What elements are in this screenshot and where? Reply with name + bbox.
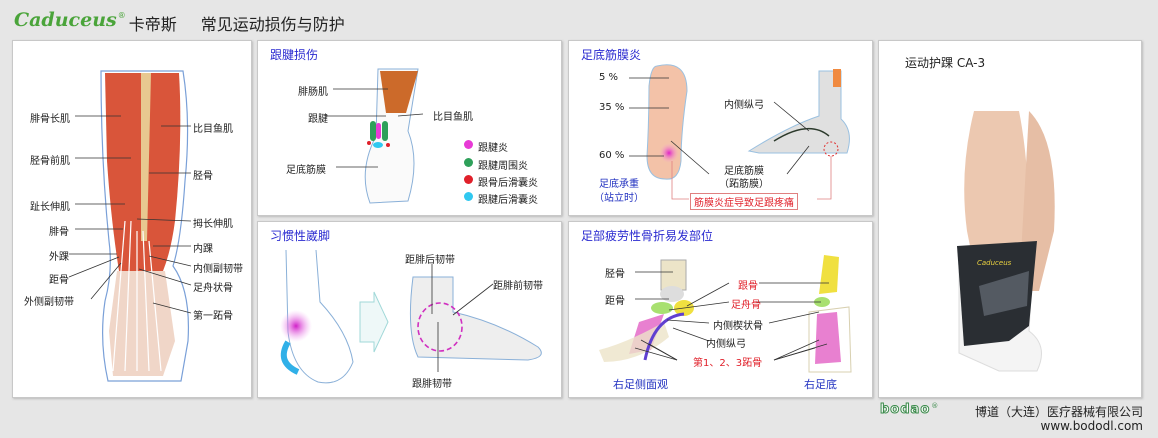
label-talus: 距骨 (605, 296, 625, 307)
panel-title: 习惯性崴脚 (270, 229, 331, 243)
label-medial-cuneiform: 内侧楔状骨 (713, 321, 763, 332)
legend-swatch-green (464, 158, 473, 167)
caption-right-foot-side: 右足侧面观 (613, 378, 668, 391)
label-medial-arch: 内侧纵弓 (706, 339, 746, 350)
plantar-illustration (629, 64, 850, 200)
footer-url[interactable]: www.bododl.com (1040, 419, 1143, 433)
label-tibia: 胫骨 (193, 171, 213, 182)
load-caption-sub: （站立时） (594, 193, 644, 204)
label-gastrocnemius: 腓肠肌 (298, 87, 328, 98)
legend-label: 跟腱后滑囊炎 (478, 195, 538, 206)
label-metatarsals-1-2-3: 第1、2、3跖骨 (693, 358, 763, 369)
label-tibialis-anterior: 胫骨前肌 (30, 156, 70, 167)
panel-product: 运动护踝 CA-3 Caduceus (878, 40, 1142, 398)
label-extensor-hallucis: 拇长伸肌 (193, 219, 233, 230)
label-peroneus-longus: 腓骨长肌 (30, 114, 70, 125)
panel-anatomy: 腓骨长肌 胫骨前肌 趾长伸肌 腓骨 外踝 距骨 外侧副韧带 比目鱼肌 胫骨 拇长… (12, 40, 252, 398)
achilles-illustration (326, 68, 424, 204)
page-title: 常见运动损伤与防护 (200, 15, 345, 34)
label-navicular: 足舟骨 (731, 300, 761, 311)
foot-bones-illustration (599, 255, 852, 373)
panel-plantar-fasciitis: 足底筋膜炎 5 % 35 % 60 % 足底承重 （站立时） 内侧纵弓 足底筋膜… (568, 40, 873, 216)
panel-title: 足底筋膜炎 (581, 48, 642, 62)
label-60-percent: 60 % (599, 150, 625, 161)
load-caption: 足底承重 (599, 179, 639, 190)
legend-label: 跟腱炎 (478, 143, 508, 154)
label-achilles-tendon: 跟腱 (308, 114, 328, 125)
label-fibula: 腓骨 (49, 227, 69, 238)
footer-registered-mark: ® (931, 402, 939, 410)
footer-company: 博道（大连）医疗器械有限公司 (974, 405, 1143, 419)
footer-brand: bodao ® (879, 402, 939, 418)
label-lateral-collateral-ligament: 外侧副韧带 (24, 297, 74, 308)
label-lateral-malleolus: 外踝 (49, 252, 69, 263)
label-first-metatarsal: 第一跖骨 (193, 311, 233, 322)
header: Caduceus ® 卡帝斯 常见运动损伤与防护 (14, 9, 345, 35)
label-soleus: 比目鱼肌 (193, 124, 233, 135)
sprain-illustration (280, 249, 542, 384)
ankle-brace-photo (957, 111, 1055, 372)
label-5-percent: 5 % (599, 72, 619, 83)
label-plantar-aponeurosis: （跖筋膜） (719, 179, 769, 190)
label-calcaneofibular-ligament: 跟腓韧带 (412, 379, 452, 390)
legend-swatch-cyan (464, 192, 473, 201)
brand-name: 卡帝斯 (128, 15, 177, 34)
label-talus: 距骨 (49, 275, 69, 286)
registered-mark: ® (117, 11, 126, 20)
legend-label: 跟骨后滑囊炎 (478, 178, 538, 189)
legend-label: 跟腱周围炎 (478, 161, 528, 172)
label-medial-collateral-ligament: 内侧副韧带 (193, 264, 243, 275)
legend-swatch-red (464, 175, 473, 184)
panel-achilles: 跟腱损伤 腓肠肌 跟腱 比目鱼肌 足底筋膜 跟腱炎 跟腱周围炎 跟骨后滑囊炎 跟… (257, 40, 562, 216)
label-soleus: 比目鱼肌 (433, 112, 473, 123)
panel-stress-fracture: 足部疲劳性骨折易发部位 胫骨 距骨 跟骨 足舟骨 内侧楔状骨 内侧纵弓 第1、2… (568, 221, 873, 398)
label-extensor-digitorum: 趾长伸肌 (30, 202, 70, 213)
label-medial-arch: 内侧纵弓 (724, 100, 764, 111)
panel-title: 跟腱损伤 (270, 48, 319, 62)
label-anterior-talofibular-ligament: 距腓前韧带 (493, 281, 543, 292)
brand-logo: Caduceus (14, 9, 117, 31)
panel-title: 足部疲劳性骨折易发部位 (581, 229, 714, 243)
label-plantar-fascia: 足底筋膜 (724, 166, 764, 177)
label-posterior-talofibular-ligament: 距腓后韧带 (405, 255, 455, 266)
legend-swatch-pink (464, 140, 473, 149)
caption-right-foot-sole: 右足底 (804, 378, 837, 391)
callout-heel-pain: 筋膜炎症导致足跟疼痛 (690, 193, 798, 210)
label-navicular: 足舟状骨 (193, 283, 233, 294)
product-title: 运动护踝 CA-3 (905, 56, 986, 70)
brace-logo: Caduceus (977, 259, 1012, 267)
label-calcaneus: 跟骨 (738, 281, 758, 292)
footer-logo: bodao (879, 402, 931, 418)
label-plantar-fascia: 足底筋膜 (286, 165, 326, 176)
panel-sprain: 习惯性崴脚 距腓后韧带 距腓前韧带 跟腓韧带 (257, 221, 562, 398)
label-medial-malleolus: 内踝 (193, 244, 213, 255)
label-35-percent: 35 % (599, 102, 625, 113)
label-tibia: 胫骨 (605, 269, 625, 280)
leg-anatomy-illustration (68, 70, 192, 382)
